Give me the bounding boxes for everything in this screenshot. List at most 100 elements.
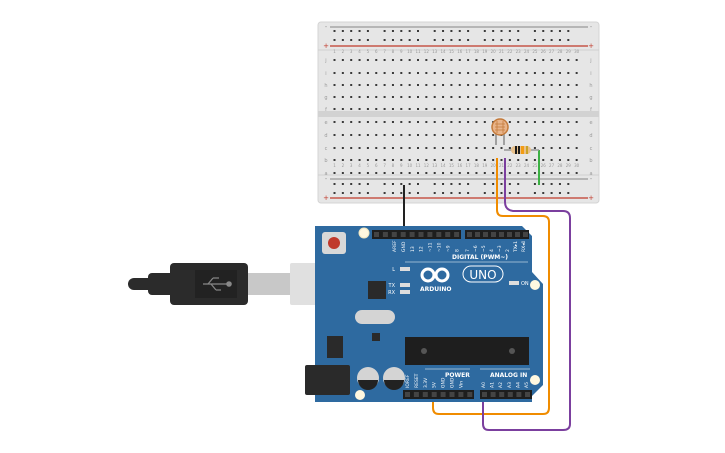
breadboard-hole[interactable] <box>475 147 478 149</box>
breadboard-hole[interactable] <box>567 159 570 161</box>
breadboard-hole[interactable] <box>433 172 436 174</box>
breadboard-hole[interactable] <box>433 108 436 110</box>
breadboard-hole[interactable] <box>408 84 411 86</box>
signal-wire[interactable] <box>482 158 571 431</box>
breadboard-hole[interactable] <box>400 121 403 123</box>
breadboard-hole[interactable] <box>550 159 553 161</box>
breadboard-hole[interactable] <box>525 172 528 174</box>
breadboard-hole[interactable] <box>450 72 453 74</box>
breadboard-hole[interactable] <box>483 108 486 110</box>
header-pin[interactable] <box>516 392 522 397</box>
rail-hole[interactable] <box>483 192 486 194</box>
rail-hole[interactable] <box>400 30 403 32</box>
breadboard-hole[interactable] <box>492 59 495 61</box>
header-pin[interactable] <box>431 392 437 397</box>
header-pin[interactable] <box>445 232 451 237</box>
breadboard-hole[interactable] <box>400 147 403 149</box>
rail-hole[interactable] <box>508 183 511 185</box>
header-pin[interactable] <box>436 232 442 237</box>
breadboard-hole[interactable] <box>358 121 361 123</box>
breadboard-hole[interactable] <box>408 147 411 149</box>
breadboard-hole[interactable] <box>542 96 545 98</box>
breadboard-hole[interactable] <box>525 134 528 136</box>
breadboard-hole[interactable] <box>533 159 536 161</box>
breadboard-hole[interactable] <box>425 172 428 174</box>
breadboard-hole[interactable] <box>550 121 553 123</box>
breadboard-hole[interactable] <box>375 96 378 98</box>
rail-hole[interactable] <box>391 30 394 32</box>
rail-hole[interactable] <box>341 30 344 32</box>
header-pin[interactable] <box>499 392 505 397</box>
breadboard-hole[interactable] <box>558 121 561 123</box>
breadboard-hole[interactable] <box>350 121 353 123</box>
rail-hole[interactable] <box>417 183 419 185</box>
breadboard-hole[interactable] <box>533 96 536 98</box>
breadboard-hole[interactable] <box>375 159 378 161</box>
breadboard-hole[interactable] <box>567 72 570 74</box>
breadboard-hole[interactable] <box>366 147 369 149</box>
breadboard-hole[interactable] <box>333 84 336 86</box>
breadboard-hole[interactable] <box>525 159 528 161</box>
breadboard-hole[interactable] <box>408 159 411 161</box>
rail-hole[interactable] <box>400 183 403 185</box>
header-pin[interactable] <box>490 392 496 397</box>
power-header[interactable] <box>403 390 474 399</box>
breadboard-hole[interactable] <box>475 96 478 98</box>
breadboard-hole[interactable] <box>425 159 428 161</box>
breadboard-hole[interactable] <box>442 96 445 98</box>
breadboard-hole[interactable] <box>458 134 461 136</box>
breadboard-hole[interactable] <box>550 59 553 61</box>
header-pin[interactable] <box>413 392 419 397</box>
breadboard-hole[interactable] <box>517 121 520 123</box>
rail-hole[interactable] <box>366 192 369 194</box>
rail-hole[interactable] <box>383 192 386 194</box>
breadboard-hole[interactable] <box>467 59 470 61</box>
breadboard-hole[interactable] <box>400 59 403 61</box>
rail-hole[interactable] <box>391 183 394 185</box>
breadboard-hole[interactable] <box>467 108 470 110</box>
rail-hole[interactable] <box>567 183 570 185</box>
breadboard-hole[interactable] <box>517 159 520 161</box>
breadboard-hole[interactable] <box>517 96 520 98</box>
breadboard-hole[interactable] <box>483 159 486 161</box>
breadboard-hole[interactable] <box>492 134 495 136</box>
breadboard-hole[interactable] <box>500 147 503 149</box>
rail-hole[interactable] <box>408 39 411 41</box>
breadboard-hole[interactable] <box>458 147 461 149</box>
rail-hole[interactable] <box>517 39 520 41</box>
header-pin[interactable] <box>409 232 415 237</box>
breadboard-hole[interactable] <box>333 172 336 174</box>
breadboard-hole[interactable] <box>333 134 336 136</box>
rail-hole[interactable] <box>408 30 411 32</box>
breadboard-hole[interactable] <box>575 134 578 136</box>
breadboard-hole[interactable] <box>433 96 436 98</box>
header-pin[interactable] <box>374 232 379 237</box>
breadboard-hole[interactable] <box>391 172 394 174</box>
breadboard-hole[interactable] <box>567 134 570 136</box>
header-pin[interactable] <box>507 392 513 397</box>
rail-hole[interactable] <box>567 30 570 32</box>
rail-hole[interactable] <box>467 192 470 194</box>
power-jack[interactable] <box>305 365 350 395</box>
header-pin[interactable] <box>382 232 388 237</box>
breadboard-hole[interactable] <box>508 96 511 98</box>
breadboard-hole[interactable] <box>483 96 486 98</box>
breadboard-hole[interactable] <box>433 72 436 74</box>
breadboard-hole[interactable] <box>383 121 386 123</box>
breadboard-hole[interactable] <box>400 84 403 86</box>
breadboard-hole[interactable] <box>391 59 394 61</box>
breadboard-hole[interactable] <box>408 59 411 61</box>
header-pin[interactable] <box>491 232 496 237</box>
breadboard-hole[interactable] <box>475 72 478 74</box>
rail-hole[interactable] <box>383 30 386 32</box>
rail-hole[interactable] <box>492 192 495 194</box>
breadboard-hole[interactable] <box>341 172 344 174</box>
rail-hole[interactable] <box>400 192 403 194</box>
rail-hole[interactable] <box>542 183 545 185</box>
rail-hole[interactable] <box>333 30 336 32</box>
breadboard-hole[interactable] <box>375 84 378 86</box>
digital-header-left[interactable] <box>372 230 461 239</box>
breadboard-hole[interactable] <box>442 72 445 74</box>
breadboard-hole[interactable] <box>542 84 545 86</box>
rail-hole[interactable] <box>341 183 344 185</box>
